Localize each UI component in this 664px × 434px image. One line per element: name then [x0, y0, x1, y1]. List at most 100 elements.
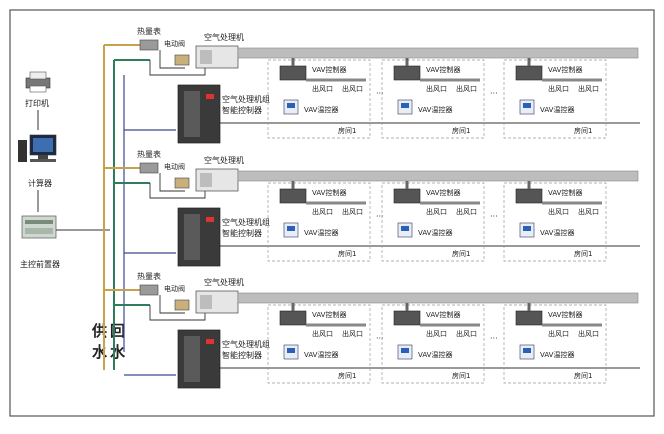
room-boundary — [503, 304, 607, 384]
room-block: VAV控制器出风口出风口VAV温控器房间1 — [267, 181, 371, 262]
valve-label: 电动阀 — [164, 284, 185, 293]
room-name-label: 房间1 — [338, 249, 356, 258]
ahu-label: 空气处理机 — [204, 155, 244, 165]
vav-controller-label: VAV控制器 — [312, 188, 346, 197]
thermostat-label: VAV温控器 — [304, 350, 338, 359]
ahu-panel — [200, 295, 212, 309]
thermostat-label: VAV温控器 — [418, 105, 452, 114]
return-label-1: 回 — [110, 322, 125, 340]
room-boundary — [267, 304, 371, 384]
air-outlet-label: 出风口 — [312, 84, 333, 93]
room-name-label: 房间1 — [452, 249, 470, 258]
air-outlet-label: 出风口 — [548, 207, 569, 216]
thermostat-display — [287, 103, 295, 108]
ahu-controller-label-2: 智能控制器 — [222, 105, 262, 115]
air-outlet-label: 出风口 — [578, 329, 599, 338]
air-outlet-label: 出风口 — [548, 329, 569, 338]
vav-controller-label: VAV控制器 — [426, 310, 460, 319]
air-outlet-label: 出风口 — [342, 84, 363, 93]
floor-row: 热量表电动阀空气处理机空气处理机组智能控制器VAV控制器出风口出风口VAV温控器… — [104, 26, 640, 144]
valve-loop-line — [159, 50, 185, 69]
ahu-controller-label-2: 智能控制器 — [222, 350, 262, 360]
ellipsis-label: ··· — [490, 334, 498, 343]
room-boundary — [503, 182, 607, 262]
thermostat-label: VAV温控器 — [418, 350, 452, 359]
ellipsis-label: ··· — [376, 89, 384, 98]
room-boundary — [503, 59, 607, 139]
heat-meter-label: 热量表 — [137, 26, 161, 36]
room-block: VAV控制器出风口出风口VAV温控器房间1 — [503, 181, 607, 262]
return-loop-line — [149, 183, 206, 199]
valve-icon — [174, 54, 190, 66]
room-boundary — [267, 59, 371, 139]
supply-label-2: 水 — [92, 343, 108, 361]
air-outlet-label: 出风口 — [456, 207, 477, 216]
floor-row: 热量表电动阀空气处理机空气处理机组智能控制器VAV控制器出风口出风口VAV温控器… — [104, 271, 640, 389]
air-outlet-label: 出风口 — [456, 329, 477, 338]
heat-meter-icon — [139, 284, 159, 296]
vav-box-icon — [393, 65, 421, 81]
valve-label: 电动阀 — [164, 39, 185, 48]
cabinet-door — [184, 91, 200, 137]
air-outlet-label: 出风口 — [312, 329, 333, 338]
air-outlet-label: 出风口 — [312, 207, 333, 216]
thermostat-display — [523, 226, 531, 231]
cabinet-door — [184, 214, 200, 260]
air-outlet-label: 出风口 — [426, 207, 447, 216]
return-loop-line — [149, 60, 206, 76]
valve-icon — [174, 177, 190, 189]
thermostat-label: VAV温控器 — [304, 228, 338, 237]
room-name-label: 房间1 — [574, 249, 592, 258]
ahu-controller-label-1: 空气处理机组 — [222, 217, 270, 227]
cabinet-door — [184, 336, 200, 382]
valve-label: 电动阀 — [164, 162, 185, 171]
room-boundary — [381, 59, 485, 139]
valve-loop-line — [159, 173, 185, 192]
printer-label: 打印机 — [25, 98, 49, 108]
ellipsis-label: ··· — [490, 89, 498, 98]
air-outlet-label: 出风口 — [426, 84, 447, 93]
vav-controller-label: VAV控制器 — [312, 310, 346, 319]
vav-box-icon — [515, 65, 543, 81]
valve-icon — [174, 299, 190, 311]
ellipsis-label: ··· — [490, 212, 498, 221]
room-block: VAV控制器出风口出风口VAV温控器房间1 — [381, 58, 485, 139]
computer-label: 计算器 — [28, 178, 52, 188]
main-duct — [237, 292, 639, 304]
thermostat-display — [287, 226, 295, 231]
vav-box-icon — [515, 310, 543, 326]
room-name-label: 房间1 — [338, 371, 356, 380]
ahu-panel — [200, 50, 212, 64]
ahu-controller-label-2: 智能控制器 — [222, 228, 262, 238]
ellipsis-label: ··· — [376, 334, 384, 343]
cabinet-indicator — [206, 94, 214, 99]
vav-box-icon — [393, 188, 421, 204]
thermostat-label: VAV温控器 — [540, 228, 574, 237]
thermostat-display — [401, 226, 409, 231]
ahu-controller-label-1: 空气处理机组 — [222, 339, 270, 349]
room-block: VAV控制器出风口出风口VAV温控器房间1 — [267, 303, 371, 384]
vav-box-icon — [279, 188, 307, 204]
room-boundary — [267, 182, 371, 262]
room-name-label: 房间1 — [574, 371, 592, 380]
room-block: VAV控制器出风口出风口VAV温控器房间1 — [381, 181, 485, 262]
valve-loop-line — [159, 295, 185, 314]
heat-meter-icon — [139, 162, 159, 174]
floor-row: 热量表电动阀空气处理机空气处理机组智能控制器VAV控制器出风口出风口VAV温控器… — [104, 149, 640, 267]
thermostat-display — [523, 103, 531, 108]
room-name-label: 房间1 — [338, 126, 356, 135]
cabinet-indicator — [206, 217, 214, 222]
room-block: VAV控制器出风口出风口VAV温控器房间1 — [503, 58, 607, 139]
heat-meter-label: 热量表 — [137, 149, 161, 159]
ahu-panel — [200, 173, 212, 187]
thermostat-display — [401, 348, 409, 353]
vav-controller-label: VAV控制器 — [548, 188, 582, 197]
main-duct — [237, 170, 639, 182]
cabinet-indicator — [206, 339, 214, 344]
heat-meter-label: 热量表 — [137, 271, 161, 281]
room-name-label: 房间1 — [452, 371, 470, 380]
air-outlet-label: 出风口 — [578, 207, 599, 216]
air-outlet-label: 出风口 — [342, 207, 363, 216]
thermostat-label: VAV温控器 — [540, 105, 574, 114]
